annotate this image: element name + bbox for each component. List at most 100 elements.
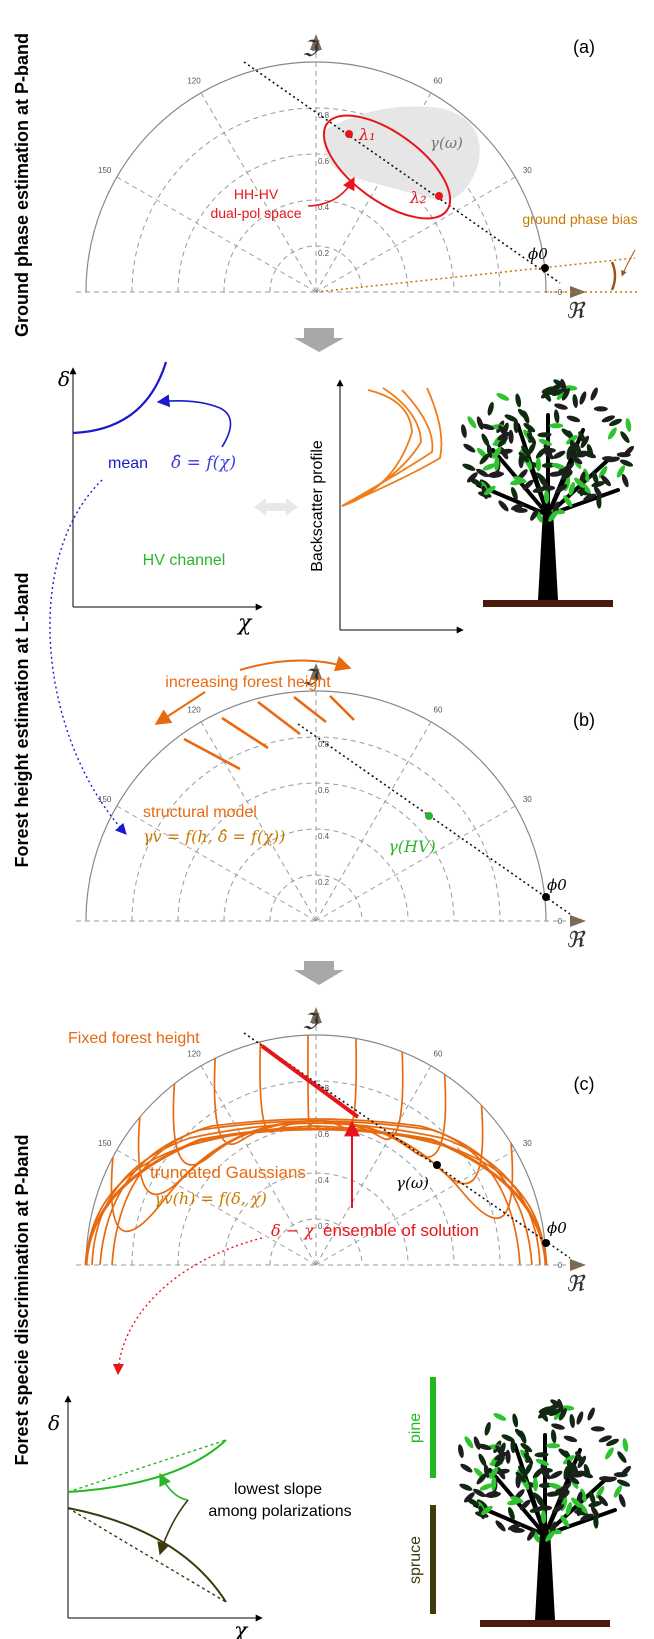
tree-leaf bbox=[492, 446, 502, 459]
dualpol-label-1: HH-HV bbox=[234, 186, 279, 202]
tree-leaf bbox=[569, 439, 577, 454]
tree-leaf bbox=[527, 442, 536, 456]
tree-leaf bbox=[558, 1485, 569, 1497]
pine-bar bbox=[430, 1377, 436, 1478]
angle-tick: 60 bbox=[434, 706, 443, 715]
tree-leaf bbox=[571, 1462, 579, 1476]
tree-leaf bbox=[555, 484, 568, 493]
polar-chart-a: 0.20.40.60.89012060150300ℜℑ bbox=[76, 34, 586, 324]
outer-ring bbox=[85, 61, 547, 293]
tree-leaf bbox=[513, 507, 528, 513]
tree-leaf bbox=[552, 1504, 565, 1513]
real-axis-arrowhead bbox=[570, 1259, 586, 1271]
tree-leaf bbox=[476, 468, 489, 478]
tree-leaf bbox=[560, 470, 573, 481]
phi0-label-b: ϕ0 bbox=[547, 876, 567, 894]
height-line-3 bbox=[257, 700, 301, 736]
tree-leaf bbox=[569, 1414, 575, 1428]
gauss-curve bbox=[85, 1125, 547, 1266]
tree-leaf bbox=[535, 457, 542, 472]
tree-leaf bbox=[616, 465, 626, 478]
polar-chart-c: 0.20.40.60.89012060150300ℜℑ bbox=[76, 1007, 586, 1297]
tree-leaf bbox=[563, 1435, 578, 1443]
height-line-2 bbox=[221, 716, 269, 750]
tree-leaf bbox=[576, 1411, 584, 1425]
tree-leaf bbox=[480, 1505, 493, 1516]
gauss-curve bbox=[315, 1120, 514, 1220]
radius-tick: 0.8 bbox=[318, 111, 330, 120]
spruce-label: spruce bbox=[407, 1536, 424, 1584]
tree-leaf bbox=[621, 473, 629, 488]
angle-tick: 0 bbox=[558, 1261, 563, 1270]
tree-leaf bbox=[513, 476, 527, 484]
tree-leaf bbox=[591, 481, 606, 488]
phi0-label-a: ϕ0 bbox=[528, 245, 548, 263]
tree-leaf bbox=[463, 1492, 475, 1503]
tree-leaf bbox=[487, 402, 494, 416]
angle-tick: 150 bbox=[98, 166, 112, 175]
tree-leaf bbox=[563, 1455, 575, 1465]
tree-leaf bbox=[538, 438, 552, 446]
tree-leaf bbox=[498, 448, 513, 455]
tree-leaf bbox=[462, 463, 476, 471]
tree-leaf bbox=[622, 1438, 629, 1452]
grid-spoke bbox=[315, 1065, 432, 1266]
imag-axis-arrowhead bbox=[310, 1007, 322, 1023]
backscatter-label: Backscatter profile bbox=[309, 440, 326, 572]
tree-leaf bbox=[522, 410, 530, 424]
gauss-curve-main bbox=[84, 1127, 548, 1266]
height-lines bbox=[183, 695, 355, 771]
tree-leaf bbox=[606, 1438, 619, 1447]
tree-leaf bbox=[510, 1439, 516, 1454]
lowest-slope-label-1: lowest slope bbox=[234, 1481, 322, 1498]
tree-leaf bbox=[616, 452, 631, 458]
tree-leaf bbox=[476, 416, 484, 430]
blue-link-arrow bbox=[49, 479, 127, 835]
tree-leaf bbox=[549, 423, 564, 429]
tree-leaf bbox=[563, 495, 573, 508]
tree-leaf bbox=[593, 406, 608, 412]
radius-tick: 0.2 bbox=[318, 1222, 330, 1231]
tree-leaf bbox=[550, 1429, 557, 1444]
real-axis-arrowhead bbox=[570, 286, 586, 298]
tree-leaf bbox=[558, 1448, 570, 1459]
tree-leaf bbox=[507, 1523, 522, 1531]
tree-leaf bbox=[519, 1430, 527, 1444]
coherence-line-b bbox=[297, 723, 571, 915]
tree-leaf bbox=[590, 1426, 605, 1432]
grid-spoke bbox=[116, 805, 317, 922]
tree-leaf bbox=[616, 1479, 631, 1487]
tree-leaf bbox=[540, 1468, 551, 1480]
tree-leaf bbox=[553, 409, 560, 424]
ensemble-label: ensemble of solution bbox=[323, 1221, 479, 1240]
tree-leaf bbox=[519, 1499, 531, 1511]
radius-tick: 0.8 bbox=[318, 1084, 330, 1093]
grid-spoke bbox=[200, 92, 317, 293]
tree-leaf bbox=[515, 393, 522, 408]
tree-leaf bbox=[601, 415, 615, 423]
polar-chart-b: 0.20.40.60.89012060150300ℜℑ bbox=[76, 663, 586, 953]
tree-leaf bbox=[583, 493, 597, 501]
imag-axis-label: ℑ bbox=[302, 666, 321, 691]
gamma-hv-label: γ(HV) bbox=[388, 837, 436, 856]
tree-leaf bbox=[588, 1490, 596, 1505]
tree-leaf bbox=[590, 1505, 600, 1519]
coherence-region bbox=[323, 106, 480, 201]
tree-leaf bbox=[490, 472, 504, 478]
spruce-slope-line bbox=[67, 1507, 227, 1603]
tree-leaf bbox=[590, 387, 598, 401]
tree-leaf bbox=[513, 419, 519, 434]
tree-leaf bbox=[523, 1452, 534, 1465]
tree-leaf bbox=[608, 427, 617, 440]
tree-leaf bbox=[543, 448, 554, 460]
angle-tick: 150 bbox=[98, 795, 112, 804]
phi0-point-a bbox=[541, 264, 549, 272]
tree-leaf bbox=[479, 453, 490, 465]
mean-formula: δ̂ = f(χ) bbox=[171, 453, 236, 473]
phi0-point-c bbox=[542, 1239, 550, 1247]
tree-leaf bbox=[535, 1458, 549, 1466]
tree-leaf bbox=[495, 1468, 510, 1475]
tree-leaf bbox=[493, 1413, 507, 1421]
radius-tick: 0.6 bbox=[318, 1130, 330, 1139]
tree-leaf bbox=[561, 465, 572, 477]
